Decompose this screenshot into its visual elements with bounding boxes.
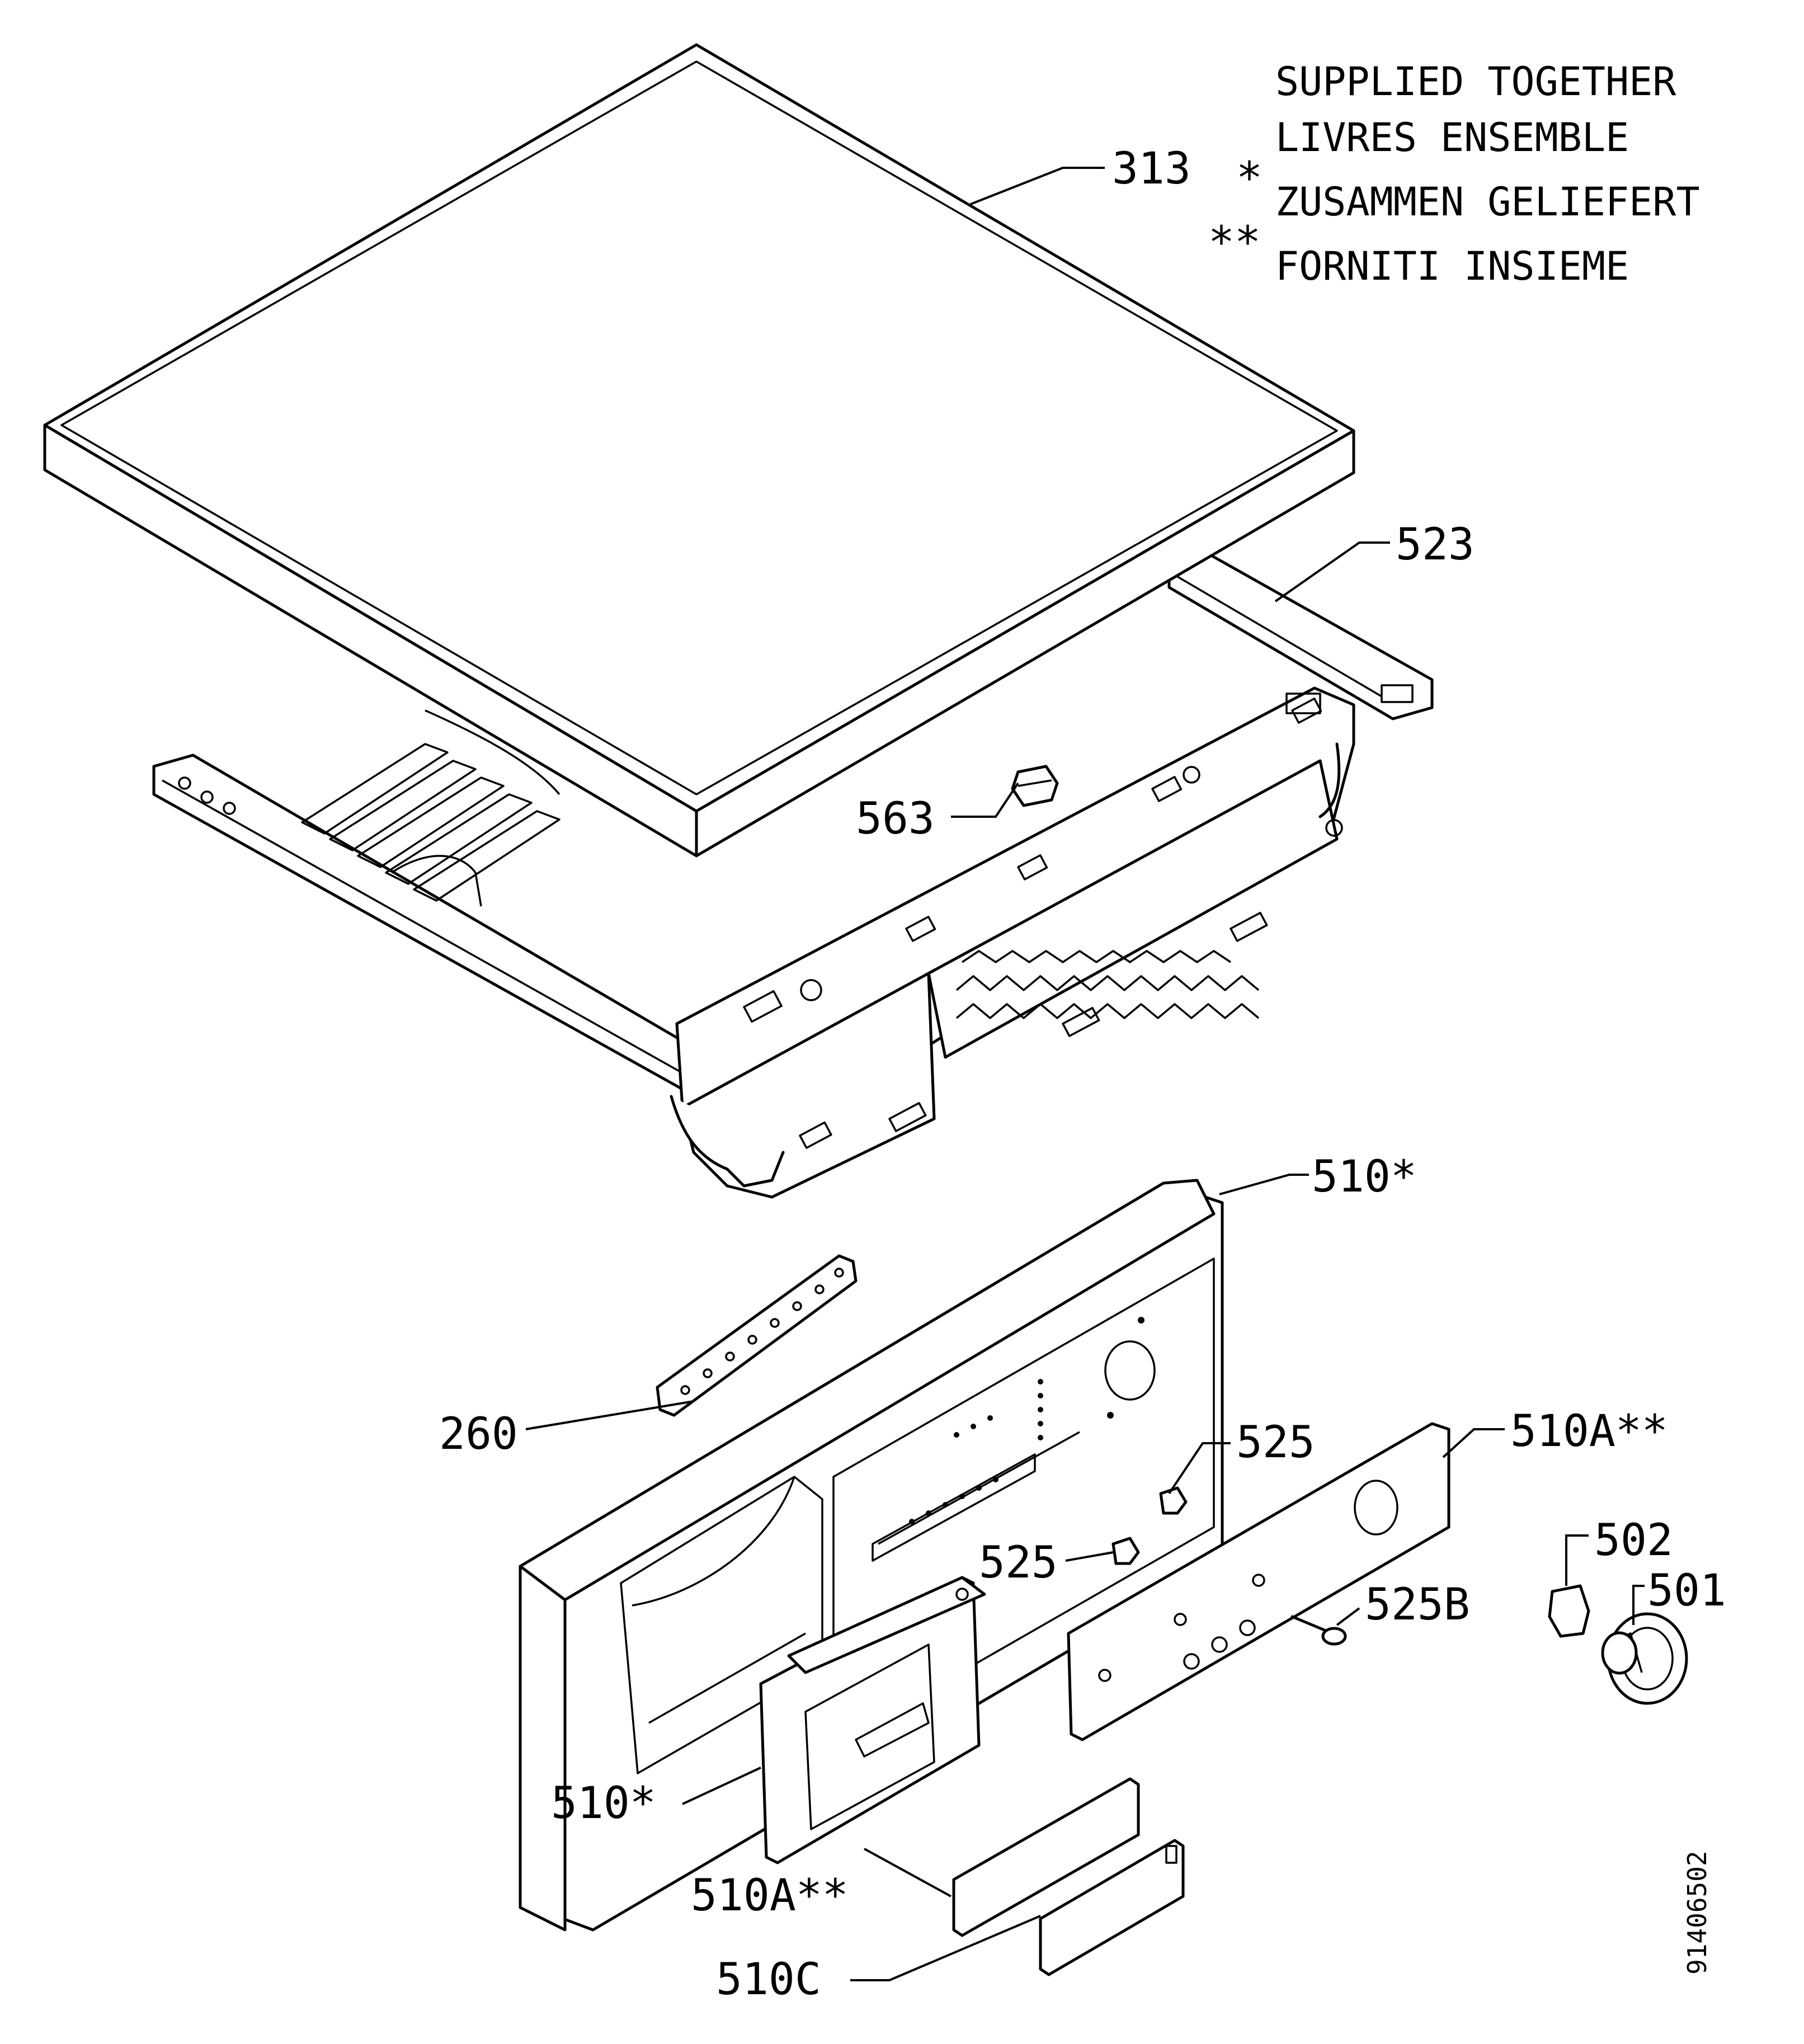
supplied-together-note: SUPPLIED TOGETHER LIVRES ENSEMBLE ZUSAMM… (1208, 59, 1700, 289)
note-line-2: LIVRES ENSEMBLE (1275, 115, 1629, 161)
note-line-3: ZUSAMMEN GELIEFERT (1275, 179, 1700, 225)
part-525-button-upper (1159, 1486, 1188, 1515)
part-523-top-frame (152, 552, 1434, 1199)
part-525-button-lower (1111, 1537, 1140, 1565)
callout-563: 563 (856, 794, 935, 844)
note-marker-double: ** (1208, 218, 1261, 268)
part-510-front-panel (519, 1179, 1224, 1932)
part-510C-plate (1039, 1839, 1185, 1976)
callout-labels: 313 523 563 510* 260 525 525 510A** 502 … (439, 144, 1726, 2005)
drawing-number: 91406502 (1682, 1850, 1712, 1975)
part-510-drawer-front (759, 1576, 986, 1864)
frame-ribs (301, 709, 560, 907)
callout-525-upper: 525 (1236, 1417, 1315, 1468)
leader-lines (525, 167, 1645, 1981)
callout-510C: 510C (716, 1954, 821, 2005)
indicator-dots (909, 1317, 1144, 1524)
part-313-top-lid (43, 43, 1355, 858)
note-line-1: SUPPLIED TOGETHER (1275, 59, 1676, 105)
part-510A-insert (952, 1777, 1140, 1937)
callout-510-top: 510* (1312, 1152, 1417, 1202)
frame-lattice (955, 950, 1260, 1019)
callout-510A-bottom: 510A** (691, 1871, 849, 1921)
callout-313: 313 (1112, 144, 1191, 194)
note-line-4: FORNITI INSIEME (1275, 243, 1629, 289)
callout-260: 260 (439, 1409, 518, 1459)
part-563-clip (1011, 765, 1059, 807)
part-260-light-guide (656, 1254, 858, 1417)
callout-525B: 525B (1365, 1580, 1470, 1630)
callout-502: 502 (1594, 1515, 1673, 1566)
callout-501: 501 (1647, 1566, 1726, 1616)
callout-510A-right: 510A** (1510, 1406, 1668, 1457)
part-525B-button-pin (1290, 1615, 1347, 1646)
callout-525-lower: 525 (979, 1538, 1058, 1588)
part-510A-control-panel (1067, 1422, 1450, 1741)
callout-510-left: 510* (551, 1778, 656, 1829)
callout-523: 523 (1396, 520, 1475, 570)
part-501-knob (1601, 1612, 1688, 1705)
note-marker-single: * (1236, 153, 1263, 204)
part-502-knob-insert (1548, 1584, 1590, 1638)
